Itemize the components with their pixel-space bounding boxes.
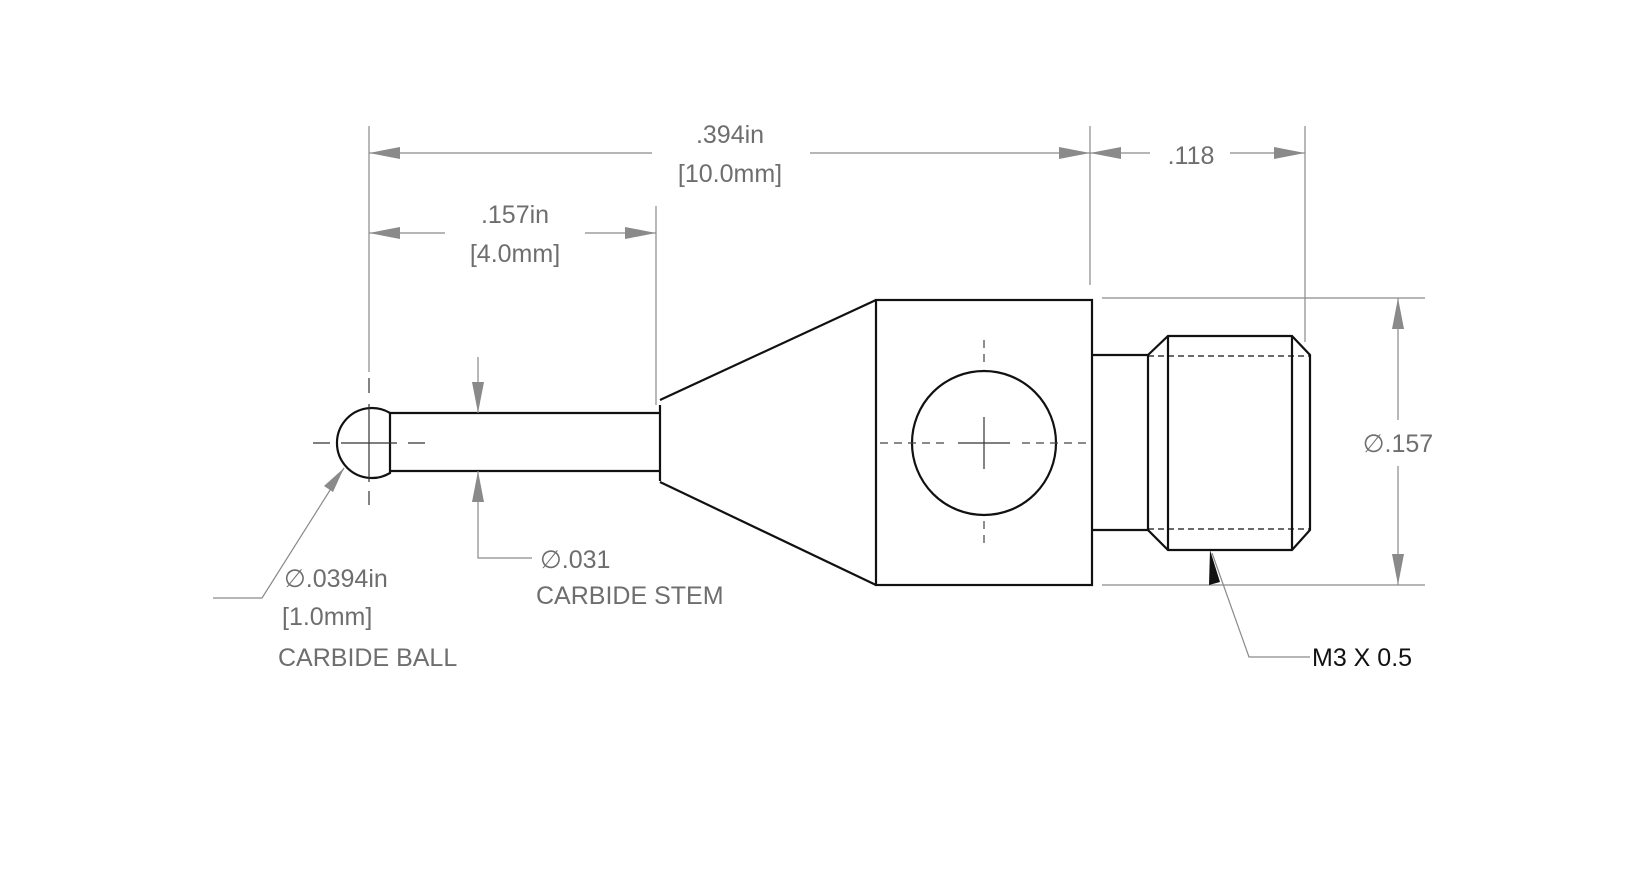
body-diameter-label: ∅.157 bbox=[1363, 430, 1433, 458]
overall-length-in-label: .394in bbox=[696, 121, 764, 149]
stem-length-in-label: .157in bbox=[481, 201, 549, 229]
cone-taper bbox=[659, 299, 877, 586]
overall-length-mm-label: [10.0mm] bbox=[678, 160, 782, 188]
stem-length-mm-label: [4.0mm] bbox=[470, 240, 560, 268]
carbide-stem bbox=[390, 405, 662, 481]
thread-root-line bbox=[1166, 336, 1294, 550]
center-lines bbox=[313, 340, 1090, 545]
hole-center-cross bbox=[958, 417, 1010, 469]
stylus-part-outline bbox=[335, 298, 1312, 587]
ball-diameter-mm-label: [1.0mm] bbox=[282, 603, 372, 631]
dim-overall-length: .394in [10.0mm] bbox=[369, 121, 1090, 188]
callout-stem: ∅.031 CARBIDE STEM bbox=[472, 357, 724, 610]
body-block bbox=[874, 298, 1094, 587]
thread-section bbox=[1146, 334, 1312, 552]
stem-material-label: CARBIDE STEM bbox=[536, 582, 724, 610]
thread-minor-diameter bbox=[1148, 355, 1310, 530]
callout-thread: M3 X 0.5 bbox=[1209, 550, 1412, 672]
extension-lines bbox=[368, 126, 1425, 586]
stem-diameter-label: ∅.031 bbox=[540, 546, 610, 574]
dim-thread-length: .118 bbox=[1090, 142, 1305, 170]
thread-length-label: .118 bbox=[1168, 142, 1215, 170]
ball-material-label: CARBIDE BALL bbox=[278, 644, 457, 672]
dim-stem-length: .157in [4.0mm] bbox=[369, 201, 656, 268]
ball-center-cross bbox=[313, 378, 425, 505]
neck bbox=[1092, 353, 1148, 532]
dim-body-diameter: ∅.157 bbox=[1363, 298, 1433, 585]
callout-ball: ∅.0394in [1.0mm] CARBIDE BALL bbox=[213, 467, 457, 672]
ball-diameter-in-label: ∅.0394in bbox=[284, 565, 388, 593]
thread-spec-label: M3 X 0.5 bbox=[1312, 644, 1412, 672]
